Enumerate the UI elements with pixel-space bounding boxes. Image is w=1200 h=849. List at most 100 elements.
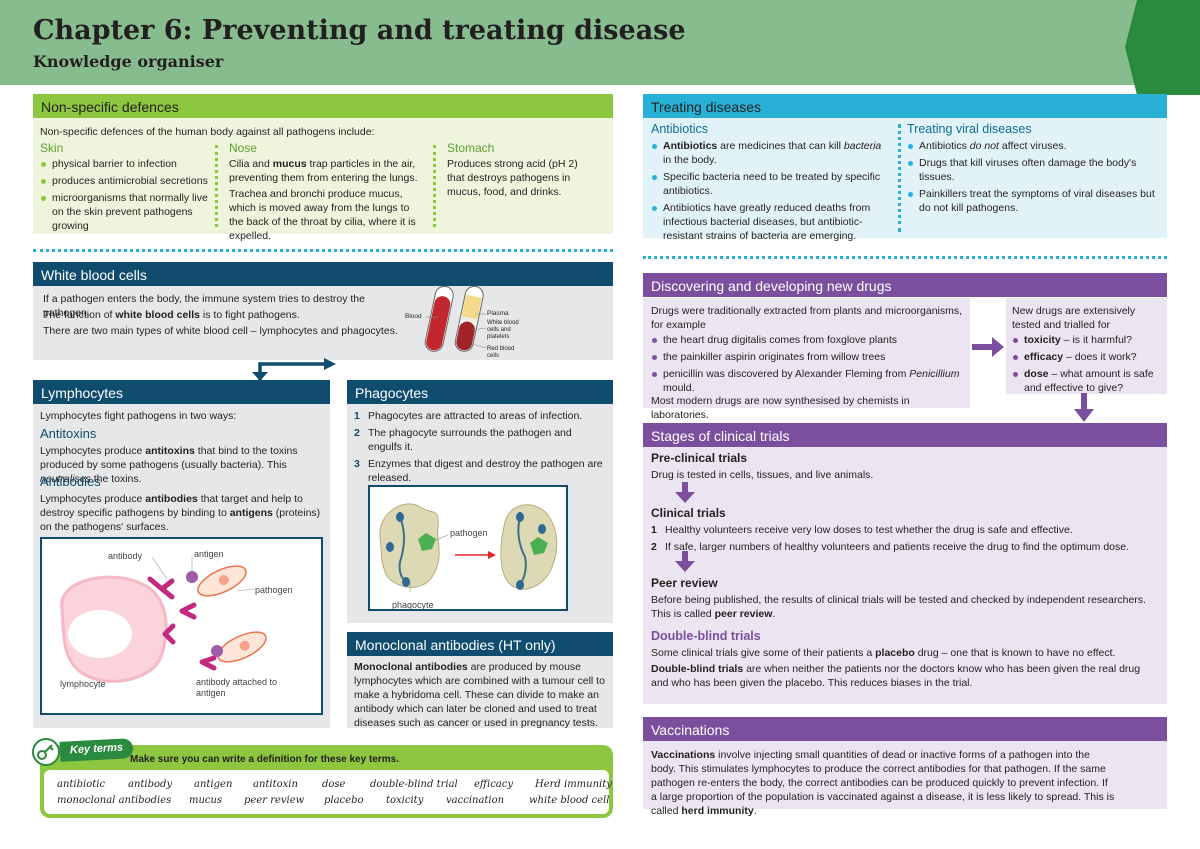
chapter-tab-arrow [1125, 0, 1200, 95]
diagram-label: antibody attached to antigen [196, 677, 278, 698]
divider [215, 145, 218, 227]
vaccinations-title: Vaccinations [643, 717, 1167, 741]
lymphocytes-title: Lymphocytes [33, 380, 330, 404]
antibiotics-list: Antibiotics are medicines that can kill … [651, 139, 891, 246]
phagocyte-diagram [379, 503, 558, 592]
divider [433, 145, 436, 227]
list-item: physical barrier to infection [40, 157, 210, 171]
peer-heading: Peer review [651, 576, 718, 590]
vaccinations-text: Vaccinations involve injecting small qua… [651, 749, 1115, 817]
list-item: the painkiller aspirin originates from w… [651, 350, 966, 364]
page-title: Chapter 6: Preventing and treating disea… [33, 15, 686, 46]
key-icon [32, 738, 60, 766]
diagram-label: Plasma [487, 310, 509, 317]
key-terms-instruction: Make sure you can write a definition for… [130, 754, 399, 765]
wbc-text-3: There are two main types of white blood … [43, 325, 398, 337]
viral-heading: Treating viral diseases [907, 122, 1032, 136]
key-term: vaccination [446, 795, 505, 806]
list-item: produces antimicrobial secretions [40, 174, 210, 188]
list-item: Antibiotics have greatly reduced deaths … [651, 201, 891, 243]
list-item: Antibiotics are medicines that can kill … [651, 139, 891, 167]
diagram-label: antibody [108, 551, 143, 561]
diagram-label: phagocyte [392, 600, 434, 610]
clinical-heading: Clinical trials [651, 506, 726, 520]
key-term: antitoxin [253, 779, 298, 790]
discovering-intro: Drugs were traditionally extracted from … [651, 305, 963, 331]
lymphocytes-intro: Lymphocytes fight pathogens in two ways: [40, 410, 237, 422]
divider [643, 256, 1167, 259]
page-header [0, 0, 1200, 85]
clinical-panel [643, 423, 1167, 704]
key-term: dose [322, 779, 346, 790]
peer-text: Before being published, the results of c… [651, 594, 1146, 620]
key-term: double-blind trial [370, 779, 458, 790]
list-item: microorganisms that normally live on the… [40, 191, 210, 233]
arrow-down [1074, 393, 1094, 422]
arrow-down [675, 482, 695, 503]
discovering-list: the heart drug digitalis comes from foxg… [651, 333, 966, 398]
key-term: Herd immunity [535, 779, 612, 790]
diagram-label: pathogen [450, 528, 488, 538]
clinical-title: Stages of clinical trials [643, 423, 1167, 447]
list-item: the heart drug digitalis comes from foxg… [651, 333, 966, 347]
wbc-text-1: If a pathogen enters the body, the immun… [43, 293, 365, 319]
antibodies-heading: Antibodies [40, 474, 101, 489]
nose-text-2: Trachea and bronchi produce mucus, which… [229, 188, 416, 242]
antibody-diagram [60, 556, 267, 683]
testing-intro: New drugs are extensively tested and tri… [1012, 305, 1136, 331]
branch-arrow [252, 358, 336, 381]
arrow-right [972, 337, 1004, 357]
page-subtitle: Knowledge organiser [33, 52, 224, 71]
key-term: monoclonal antibodies [57, 795, 172, 806]
key-term: white blood cell [529, 795, 610, 806]
list-item: Drugs that kill viruses often damage the… [907, 156, 1157, 184]
antitoxins-heading: Antitoxins [40, 426, 97, 441]
arrow-down [675, 551, 695, 572]
list-item: Painkillers treat the symptoms of viral … [907, 187, 1157, 215]
nonspecific-title: Non-specific defences [33, 94, 613, 118]
antibodies-text: Lymphocytes produce antibodies that targ… [40, 493, 321, 533]
key-term: antigen [194, 779, 233, 790]
antibiotics-heading: Antibiotics [651, 122, 708, 136]
stomach-text: Produces strong acid (pH 2) that destroy… [447, 158, 578, 198]
testing-list: toxicity – is it harmful? efficacy – doe… [1012, 333, 1164, 398]
monoclonal-text: Monoclonal antibodies are produced by mo… [354, 661, 605, 729]
wbc-title: White blood cells [33, 262, 613, 286]
double-text-1: Some clinical trials give some of their … [651, 647, 1116, 659]
list-item: penicillin was discovered by Alexander F… [651, 367, 966, 395]
double-text-2: Double-blind trials are when neither the… [651, 663, 1141, 689]
diagram-label: White blood cells and platelets [487, 320, 519, 340]
key-term: antibiotic [57, 779, 106, 790]
treating-title: Treating diseases [643, 94, 1167, 118]
skin-list: physical barrier to infection produces a… [40, 157, 210, 236]
discovering-outro: Most modern drugs are now synthesised by… [651, 395, 910, 421]
preclinical-text: Drug is tested in cells, tissues, and li… [651, 469, 874, 481]
double-heading: Double-blind trials [651, 629, 761, 643]
treating-panel [643, 94, 1167, 238]
nose-text-1: Cilia and mucus trap particles in the ai… [229, 158, 418, 184]
viral-list: Antibiotics do not affect viruses. Drugs… [907, 139, 1157, 218]
wbc-text-2: The function of white blood cells is to … [43, 309, 300, 321]
phagocytes-title: Phagocytes [347, 380, 613, 404]
key-term: toxicity [386, 795, 424, 806]
list-item: toxicity – is it harmful? [1012, 333, 1164, 347]
stomach-heading: Stomach [447, 141, 495, 155]
list-item: dose – what amount is safe and effective… [1012, 367, 1164, 395]
discovering-title: Discovering and developing new drugs [643, 273, 1167, 297]
preclinical-heading: Pre-clinical trials [651, 451, 748, 465]
discovering-panel [643, 298, 970, 408]
divider [33, 249, 613, 252]
list-item: Antibiotics do not affect viruses. [907, 139, 1157, 153]
diagram-label: antigen [194, 549, 224, 559]
monoclonal-title: Monoclonal antibodies (HT only) [347, 632, 613, 656]
diagram-label: lymphocyte [60, 679, 106, 689]
diagram-label: Blood [405, 313, 422, 320]
diagram-label: pathogen [255, 585, 293, 595]
key-term: peer review [244, 795, 305, 806]
divider [898, 124, 901, 232]
